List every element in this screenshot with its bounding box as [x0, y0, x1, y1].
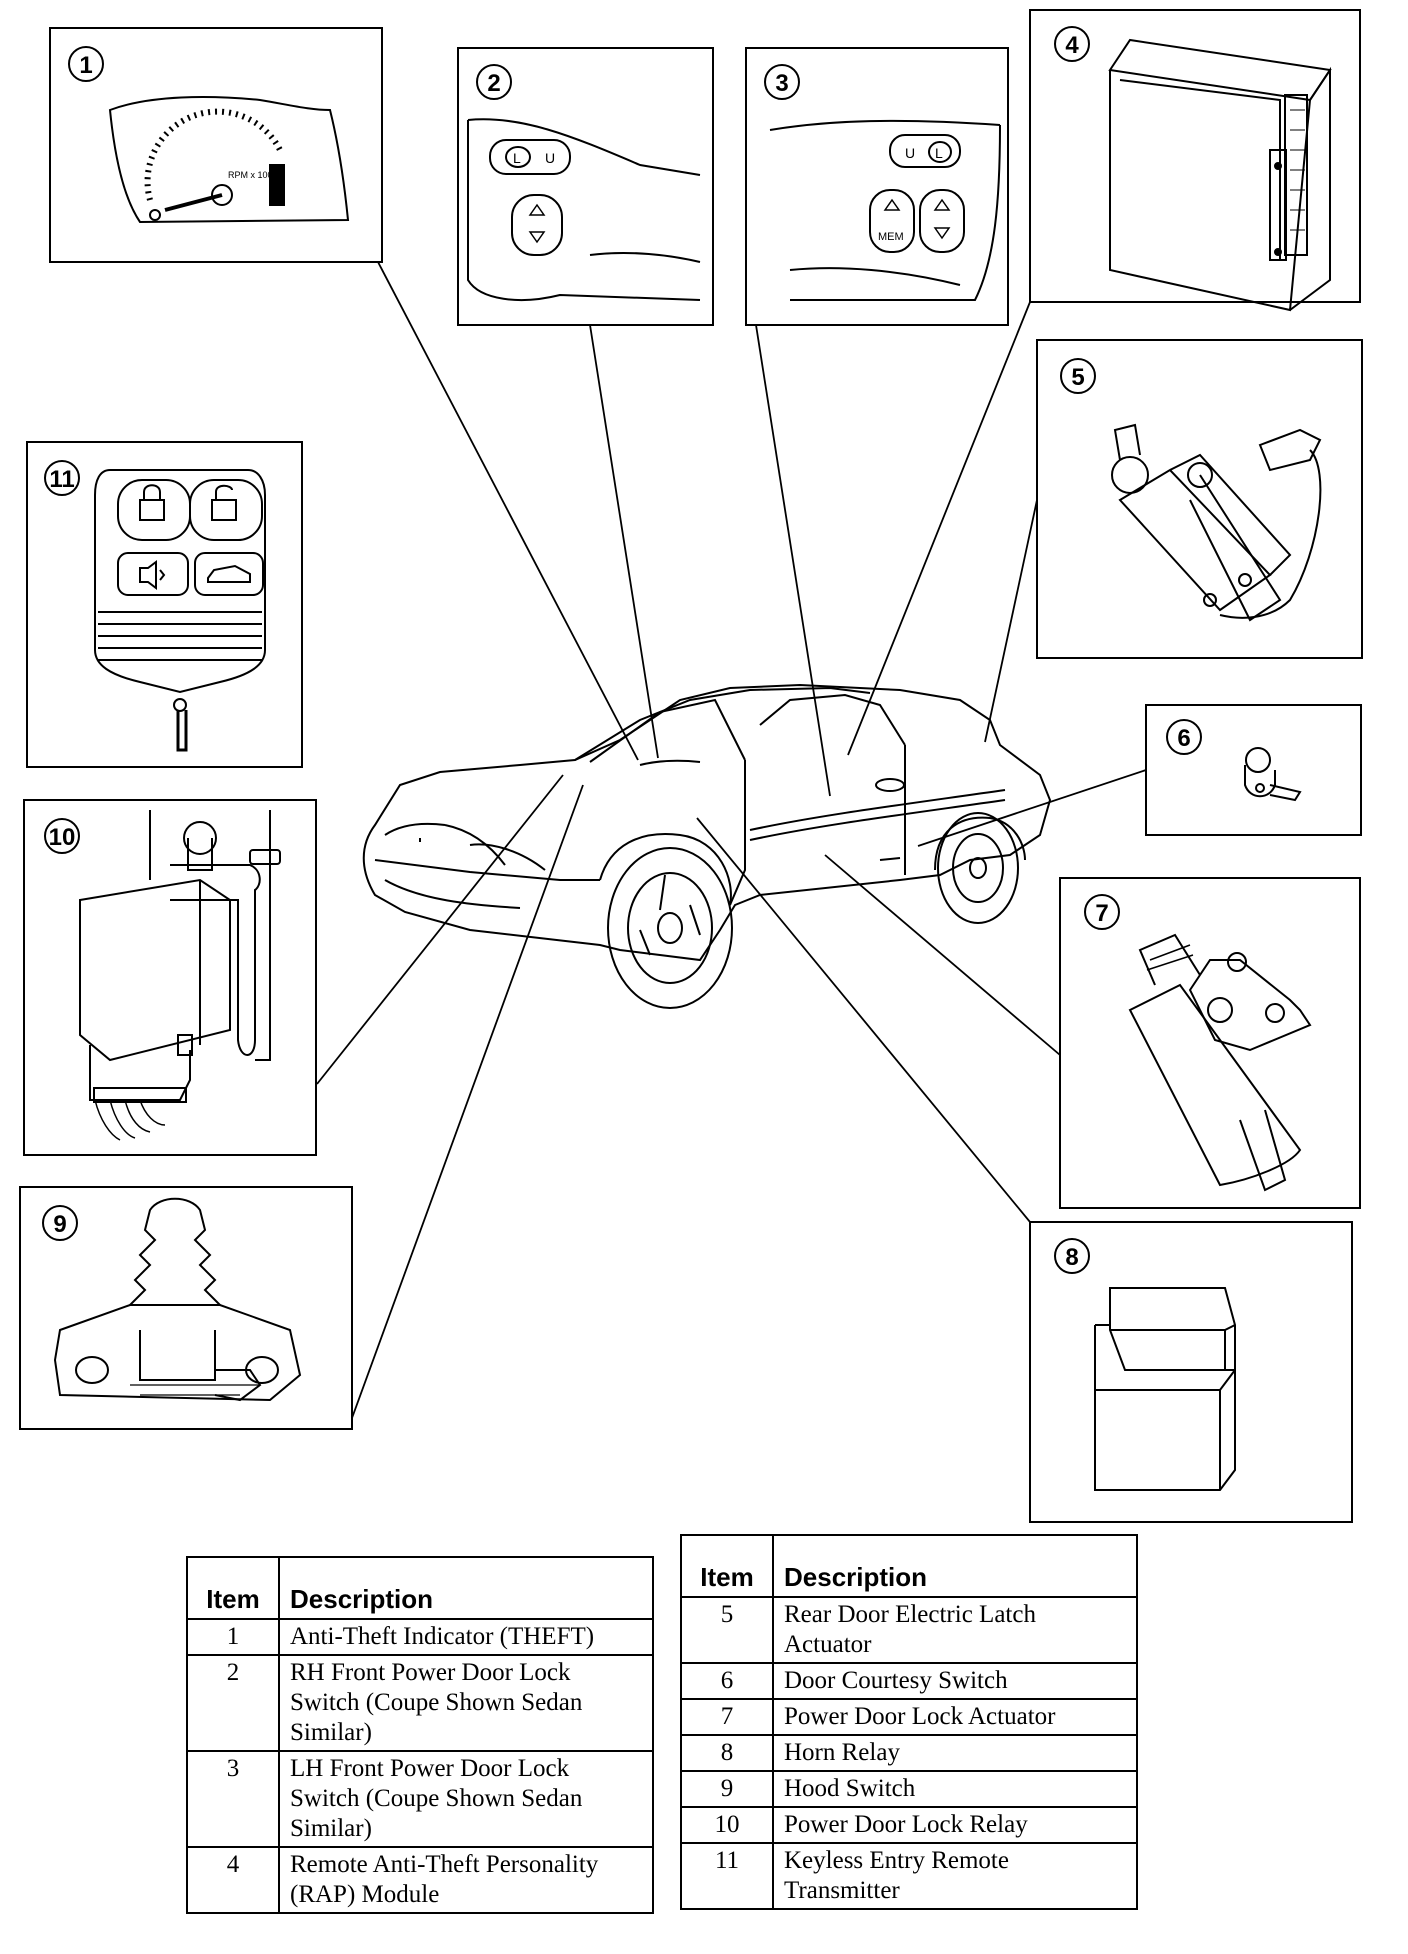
item-number: 8: [680, 1734, 774, 1772]
item-description: Hood Switch: [772, 1770, 1138, 1808]
callout-number: 2: [487, 70, 500, 97]
column-header-description: Description: [278, 1556, 654, 1620]
car-illustration: [362, 683, 1052, 1009]
item-number: 4: [186, 1846, 280, 1914]
switch-label-mem: MEM: [878, 231, 904, 243]
panel-rear-latch-actuator: 5: [1036, 339, 1363, 659]
switch-label-l: L: [513, 150, 521, 166]
item-description: RH Front Power Door Lock Switch (Coupe S…: [278, 1654, 654, 1752]
panel-door-lock-relay: 10: [23, 799, 317, 1156]
item-description: LH Front Power Door Lock Switch (Coupe S…: [278, 1750, 654, 1848]
unlock-icon: [189, 479, 263, 541]
callout-number: 4: [1065, 32, 1079, 59]
table-row: 11 Keyless Entry Remote Transmitter: [680, 1842, 1138, 1910]
item-description: Horn Relay: [772, 1734, 1138, 1772]
item-number: 11: [680, 1842, 774, 1910]
callout-number: 10: [49, 824, 76, 851]
panel-rh-door-lock-switch: 2 L U: [457, 47, 714, 326]
table-row: 4 Remote Anti-Theft Personality (RAP) Mo…: [186, 1846, 654, 1914]
item-description: Power Door Lock Relay: [772, 1806, 1138, 1844]
item-description: Power Door Lock Actuator: [772, 1698, 1138, 1736]
panel-rap-module: 4: [1029, 9, 1361, 312]
item-number: 9: [680, 1770, 774, 1808]
item-number: 5: [680, 1596, 774, 1664]
panel-hood-switch: 9: [19, 1186, 353, 1430]
item-description: Anti-Theft Indicator (THEFT): [278, 1618, 654, 1656]
panel-keyless-remote: 11: [26, 441, 303, 768]
table-row: 9 Hood Switch: [680, 1770, 1138, 1808]
lock-icon: [117, 479, 191, 541]
item-description: Rear Door Electric Latch Actuator: [772, 1596, 1138, 1664]
callout-number: 9: [53, 1211, 66, 1238]
column-header-item: Item: [186, 1556, 280, 1620]
callout-number: 5: [1071, 364, 1084, 391]
table-header-row: Item Description: [680, 1534, 1138, 1598]
callout-number: 3: [775, 70, 788, 97]
legend-table-left: Item Description 1 Anti-Theft Indicator …: [186, 1556, 654, 1914]
item-number: 1: [186, 1618, 280, 1656]
trunk-icon: [194, 552, 264, 596]
item-number: 10: [680, 1806, 774, 1844]
leader-lines: [316, 261, 1147, 1419]
table-row: 1 Anti-Theft Indicator (THEFT): [186, 1618, 654, 1656]
panel-lh-door-lock-switch: 3 U L MEM: [745, 47, 1009, 326]
table-row: 3 LH Front Power Door Lock Switch (Coupe…: [186, 1750, 654, 1848]
switch-label-u: U: [905, 145, 915, 161]
legend-table-right: Item Description 5 Rear Door Electric La…: [680, 1534, 1138, 1910]
panel-anti-theft-indicator: 1 RPM x 1000: [49, 27, 383, 263]
column-header-item: Item: [680, 1534, 774, 1598]
callout-number: 1: [79, 52, 92, 79]
table-row: 2 RH Front Power Door Lock Switch (Coupe…: [186, 1654, 654, 1752]
panic-icon: [117, 552, 189, 596]
panel-door-courtesy-switch: 6: [1145, 704, 1362, 836]
item-description: Keyless Entry Remote Transmitter: [772, 1842, 1138, 1910]
item-number: 7: [680, 1698, 774, 1736]
callout-number: 8: [1065, 1244, 1078, 1271]
callout-number: 11: [49, 466, 74, 493]
callout-number: 7: [1095, 900, 1108, 927]
item-description: Door Courtesy Switch: [772, 1662, 1138, 1700]
item-number: 2: [186, 1654, 280, 1752]
item-number: 6: [680, 1662, 774, 1700]
table-header-row: Item Description: [186, 1556, 654, 1620]
switch-label-l: L: [935, 145, 943, 161]
table-row: 10 Power Door Lock Relay: [680, 1806, 1138, 1844]
table-row: 8 Horn Relay: [680, 1734, 1138, 1772]
panel-horn-relay: 8: [1029, 1221, 1353, 1523]
table-row: 6 Door Courtesy Switch: [680, 1662, 1138, 1700]
item-number: 3: [186, 1750, 280, 1848]
switch-label-u: U: [545, 150, 555, 166]
column-header-description: Description: [772, 1534, 1138, 1598]
table-row: 5 Rear Door Electric Latch Actuator: [680, 1596, 1138, 1664]
item-description: Remote Anti-Theft Personality (RAP) Modu…: [278, 1846, 654, 1914]
callout-number: 6: [1177, 725, 1190, 752]
gauge-label: RPM x 1000: [228, 170, 278, 180]
table-row: 7 Power Door Lock Actuator: [680, 1698, 1138, 1736]
panel-door-lock-actuator: 7: [1059, 877, 1361, 1209]
